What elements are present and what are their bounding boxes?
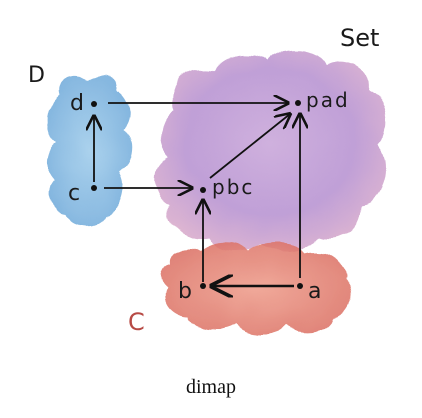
arrow-pbc-to-pad [209,114,290,179]
d-category-cloud [45,75,132,226]
object-label-b: b [178,279,192,304]
object-label-d: d [70,91,84,116]
dot-a [297,283,303,289]
dot-pbc [200,187,206,193]
dot-pad [295,100,301,106]
dot-d [91,101,97,107]
object-dots [91,100,303,289]
object-label-pad: pad [306,88,350,112]
c-category-cloud [161,243,352,335]
dot-b [200,283,206,289]
set-category-cloud [154,50,387,254]
morphism-arrows [94,103,300,286]
c-category-label: C [128,308,145,336]
dot-c [91,185,97,191]
object-label-c: c [68,181,80,206]
figure-caption: dimap [186,376,236,398]
object-label-pbc: pbc [212,175,254,199]
d-category-label: D [28,63,45,88]
object-label-a: a [308,279,321,304]
set-category-label: Set [340,24,379,52]
category-diagram: Set D C d c pad pbc b a [28,24,387,336]
